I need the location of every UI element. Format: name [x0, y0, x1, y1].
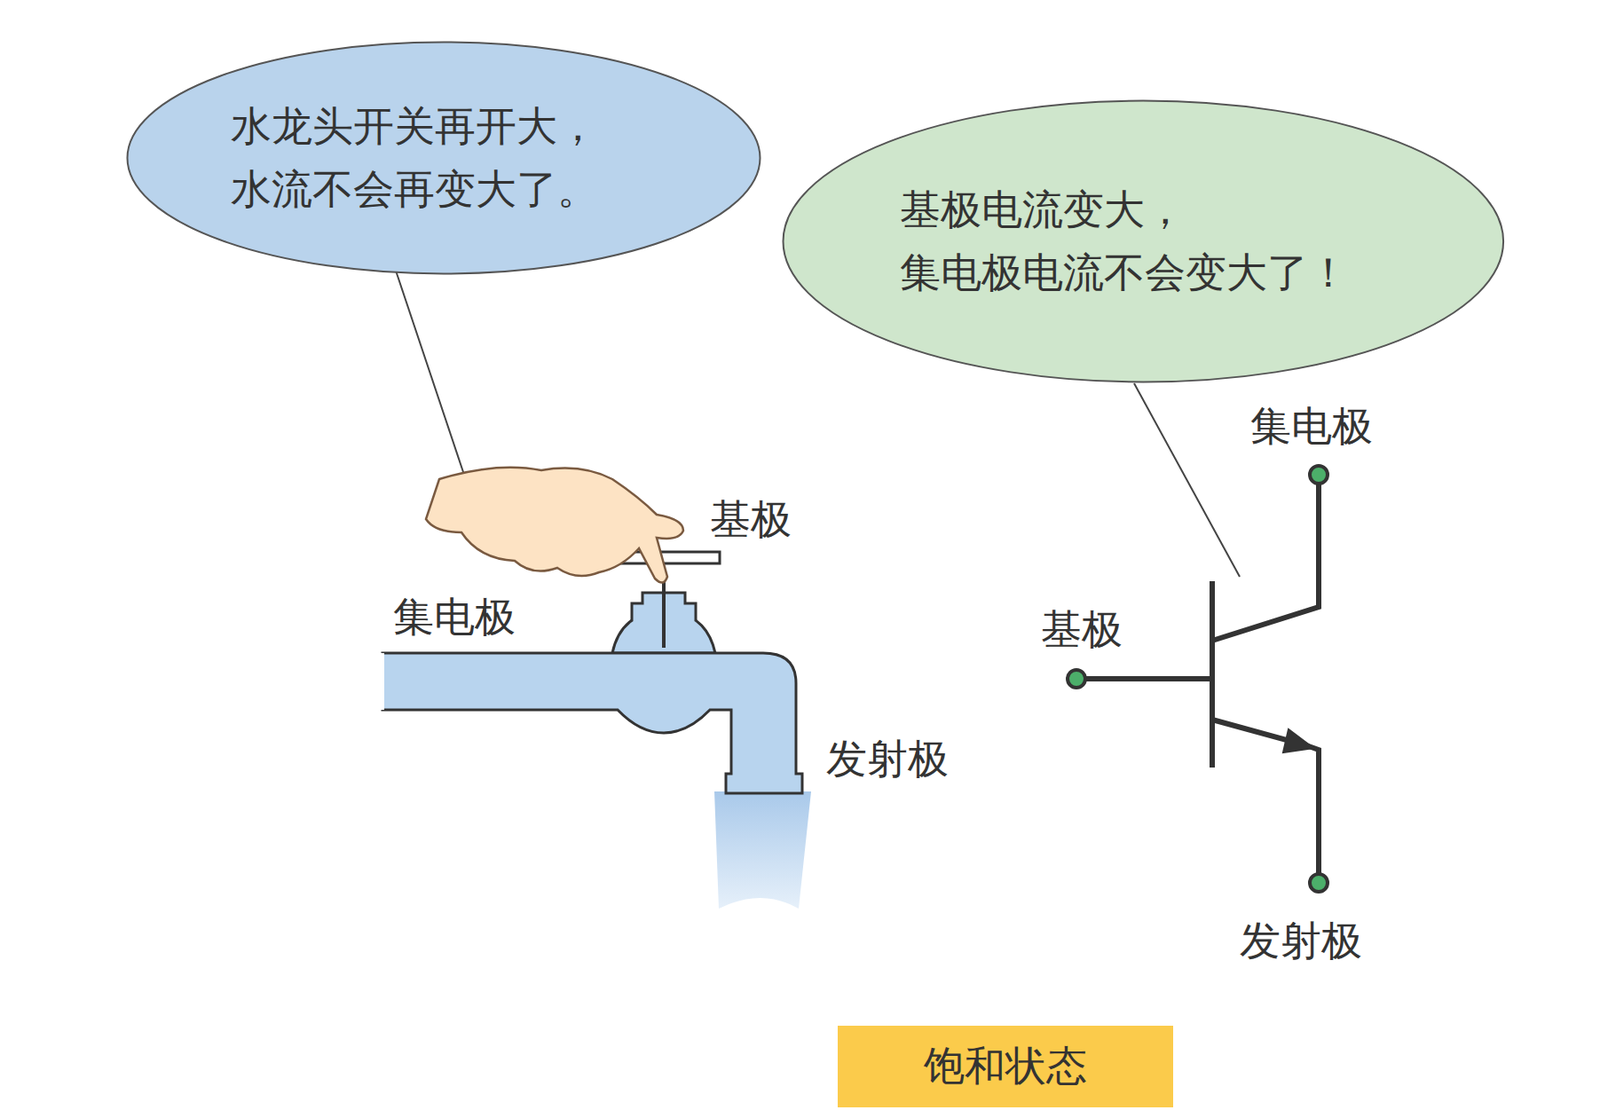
transistor-symbol [1067, 465, 1328, 892]
state-tag: 饱和状态 [837, 1025, 1174, 1108]
terminal-label: 集电极 [393, 594, 516, 640]
terminal-label: 发射极 [826, 736, 949, 782]
bubble-text: 基极电流变大， 集电极电流不会变大了！ [899, 178, 1387, 306]
leader-line [393, 262, 465, 475]
bubble-outline [126, 40, 762, 276]
terminal-label: 发射极 [1239, 918, 1363, 964]
bubble-text: 水龙头开关再开大， 水流不会再变大了。 [230, 94, 657, 222]
speech-bubble: 基极电流变大， 集电极电流不会变大了！ [781, 99, 1506, 384]
terminal-label: 基极 [709, 496, 792, 543]
bubble-outline [781, 99, 1506, 384]
hand [425, 467, 684, 584]
terminal-label: 集电极 [1250, 403, 1373, 450]
faucet [382, 467, 812, 909]
faucet-pipe [382, 653, 803, 794]
speech-bubble: 水龙头开关再开大， 水流不会再变大了。 [126, 40, 762, 276]
water-stream [714, 791, 812, 909]
leader-line [1134, 383, 1240, 577]
bubble-text: 饱和状态 [923, 1034, 1088, 1098]
terminal-label: 基极 [1040, 606, 1123, 653]
